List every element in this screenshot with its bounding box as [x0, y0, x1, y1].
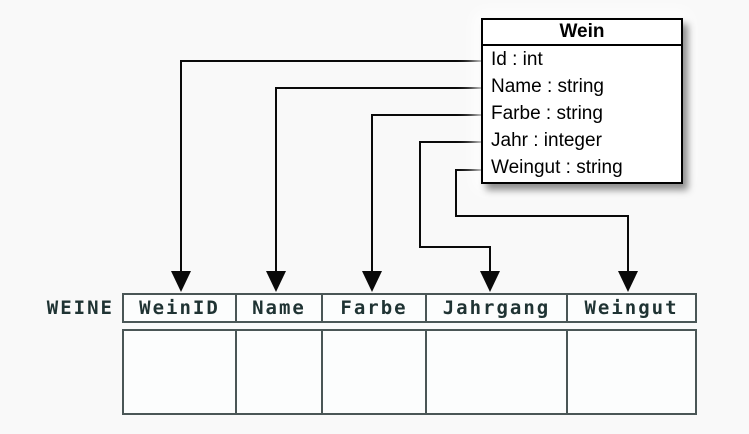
connector-segment — [455, 169, 457, 217]
class-title: Wein — [483, 20, 681, 46]
column-header-jahrgang: Jahrgang — [427, 295, 568, 321]
table-empty-cell — [124, 331, 237, 413]
arrowhead-icon — [171, 271, 191, 292]
table-header-row: WeinID Name Farbe Jahrgang Weingut — [122, 293, 697, 323]
table-empty-cell — [568, 331, 695, 413]
connector-segment — [181, 60, 481, 62]
table-empty-cell — [323, 331, 427, 413]
connector-segment — [627, 215, 629, 272]
class-attribute-id: Id : int — [491, 48, 543, 70]
arrowhead-icon — [362, 271, 382, 292]
connector-segment — [489, 246, 491, 272]
connector-segment — [372, 114, 481, 116]
class-attribute-name: Name : string — [491, 75, 604, 97]
class-attribute-jahr: Jahr : integer — [491, 130, 602, 152]
connector-segment — [455, 215, 629, 217]
column-header-weingut: Weingut — [584, 297, 679, 319]
connector-segment — [276, 87, 481, 89]
column-header-weinid: WeinID — [124, 295, 237, 321]
table-empty-cell — [237, 331, 323, 413]
class-attribute-farbe: Farbe : string — [491, 103, 603, 124]
class-attribute-weingut: Weingut : string — [491, 157, 623, 179]
connector-segment — [180, 60, 182, 272]
column-header-name: Name — [237, 295, 323, 321]
connector-segment — [456, 169, 481, 171]
class-attribute-list: Id : int Name : string Farbe : string Ja… — [483, 46, 681, 182]
connector-segment — [419, 246, 491, 248]
column-header-farbe: Farbe — [323, 295, 427, 321]
table-empty-cell — [427, 331, 568, 413]
arrowhead-icon — [480, 271, 500, 292]
connector-segment — [275, 87, 277, 272]
table-name-label: WEINE — [46, 297, 114, 319]
class-box-wein: Wein Id : int Name : string Farbe : stri… — [481, 18, 683, 184]
connector-segment — [371, 114, 373, 272]
table-empty-row — [122, 329, 697, 415]
connector-segment — [420, 141, 481, 143]
connector-segment — [419, 141, 421, 248]
arrowhead-icon — [266, 271, 286, 292]
arrowhead-icon — [618, 271, 638, 292]
